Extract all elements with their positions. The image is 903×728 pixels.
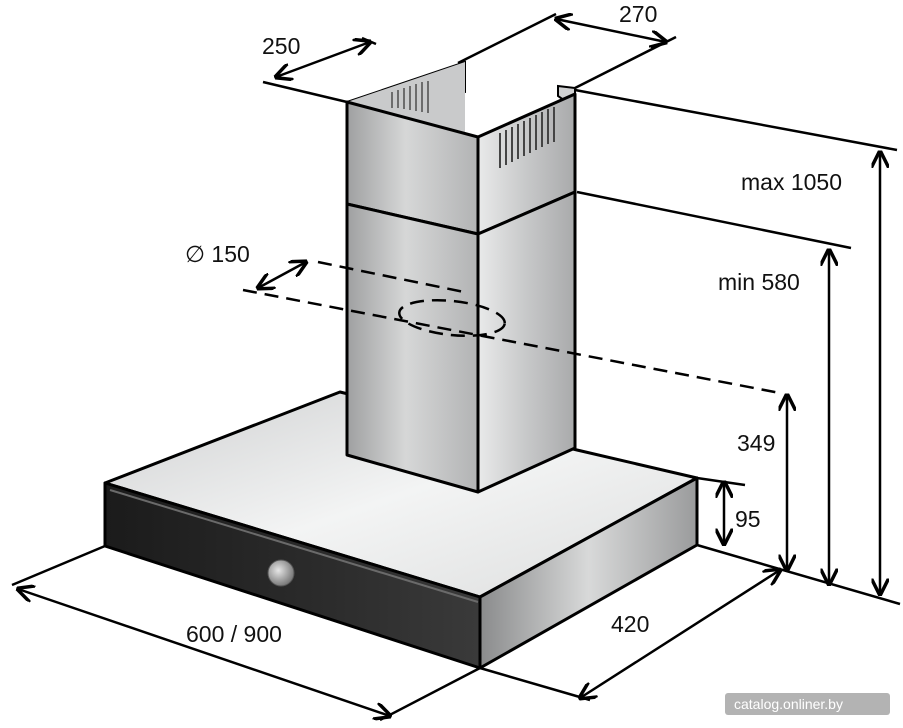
dim-line-depth bbox=[276, 42, 370, 77]
chimney-inner-vent-grille bbox=[391, 81, 429, 113]
control-knob bbox=[267, 559, 295, 587]
chimney-inner-back-right bbox=[347, 62, 465, 132]
duct-axis-line bbox=[242, 288, 781, 395]
dimension-lines bbox=[11, 14, 901, 722]
duct-outlet bbox=[242, 260, 781, 395]
dim-line-diameter bbox=[258, 262, 306, 288]
label-hood-width: 600 / 900 bbox=[186, 621, 282, 647]
canopy-front-trim bbox=[109, 489, 479, 603]
watermark-background bbox=[725, 693, 890, 715]
duct-upper-line bbox=[317, 260, 465, 294]
label-height-max: max 1050 bbox=[741, 169, 842, 195]
dim-line-width bbox=[556, 19, 666, 42]
chimney-lower-front bbox=[345, 202, 480, 494]
duct-circle bbox=[398, 298, 506, 338]
label-height-min: min 580 bbox=[718, 269, 800, 295]
label-hood-thickness: 95 bbox=[735, 506, 761, 532]
dim-line-hood-depth bbox=[580, 570, 780, 698]
chimney-vent-grille bbox=[499, 107, 555, 168]
label-chimney-depth: 250 bbox=[262, 33, 300, 59]
label-hood-depth: 420 bbox=[611, 611, 649, 637]
label-chimney-width: 270 bbox=[619, 1, 657, 27]
watermark-text: catalog.onliner.by bbox=[734, 696, 843, 712]
label-duct-diameter: ∅ 150 bbox=[185, 241, 250, 267]
chimney-lower-side bbox=[476, 190, 577, 494]
chimney bbox=[345, 60, 577, 494]
watermark: catalog.onliner.by bbox=[725, 693, 890, 715]
label-duct-axis-height: 349 bbox=[737, 430, 775, 456]
dim-line-hood-width bbox=[18, 589, 390, 716]
